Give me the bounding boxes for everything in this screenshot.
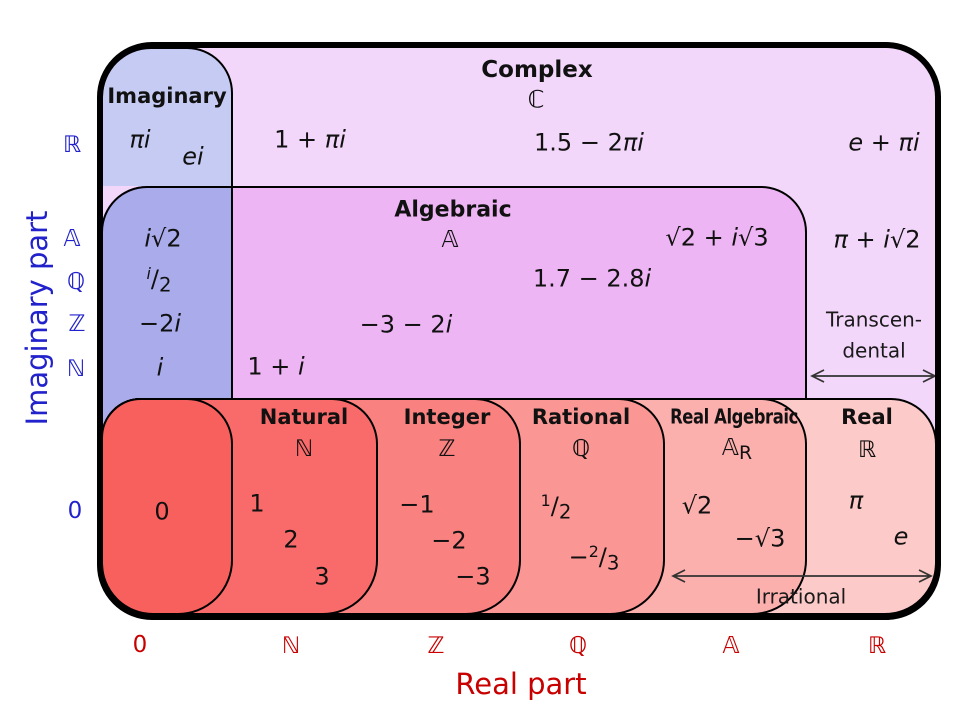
example-neg-2i: −2i	[138, 309, 182, 338]
example-sqrt2: √2	[681, 491, 713, 520]
y-tick-N: ℕ	[66, 355, 86, 382]
imaginary-title: Imaginary	[107, 83, 227, 108]
y-tick-Z: ℤ	[68, 310, 86, 337]
rational-symbol: ℚ	[571, 435, 591, 462]
example-pi-i: πi	[129, 125, 151, 154]
complex-symbol: ℂ	[527, 85, 545, 114]
real-algebraic-title: Real Algebraic	[670, 404, 798, 429]
real-algebraic-symbol-subscript: R	[738, 442, 753, 465]
example-sqrt2-plus-i-sqrt3: √2 + i√3	[665, 223, 769, 252]
imaginary-region	[101, 47, 233, 186]
example-neg3-minus-2i: −3 − 2i	[359, 310, 453, 339]
x-tick-N: ℕ	[281, 632, 301, 659]
integer-title: Integer	[403, 404, 491, 429]
example-neg-sqrt3: −√3	[734, 524, 786, 553]
example-e: e	[893, 522, 909, 551]
natural-symbol: ℕ	[294, 435, 314, 462]
example-int-neg3: −3	[455, 562, 491, 591]
real-title: Real	[841, 404, 893, 429]
x-tick-A: 𝔸	[722, 632, 740, 659]
algebraic-title: Algebraic	[394, 197, 512, 223]
example-e-i: ei	[182, 142, 204, 171]
transcendental-label-line2: dental	[842, 338, 906, 363]
real-algebraic-symbol-main: 𝔸	[721, 435, 739, 462]
example-rat-half: 1/2	[540, 491, 572, 524]
y-tick-A: 𝔸	[63, 225, 81, 252]
example-1p7-minus-2p8i: 1.7 − 2.8i	[532, 264, 652, 293]
example-1-plus-pi-i: 1 + πi	[274, 125, 346, 154]
complex-title: Complex	[481, 56, 593, 83]
rational-title: Rational	[531, 404, 631, 429]
example-int-neg2: −2	[431, 526, 467, 555]
example-i-half: i/2	[146, 264, 172, 297]
example-1p5-minus-2pi-i: 1.5 − 2πi	[534, 128, 644, 157]
y-axis-title: Imaginary part	[19, 210, 54, 426]
transcendental-label-line1: Transcen-	[825, 307, 923, 332]
integer-symbol: ℤ	[438, 435, 456, 462]
x-tick-R: ℝ	[867, 632, 887, 659]
y-tick-R: ℝ	[62, 131, 82, 158]
x-tick-Z: ℤ	[427, 632, 445, 659]
x-tick-0: 0	[132, 631, 148, 658]
x-axis-title: Real part	[455, 666, 587, 701]
natural-title: Natural	[259, 404, 349, 429]
y-tick-0: 0	[67, 497, 83, 524]
example-rat-neg-two-thirds: −2/3	[568, 542, 620, 575]
example-nat-2: 2	[283, 525, 299, 554]
irrational-label: Irrational	[755, 584, 847, 609]
example-1-plus-i: 1 + i	[247, 352, 305, 381]
example-pi: π	[848, 486, 864, 515]
example-int-neg1: −1	[399, 490, 435, 519]
example-pi-plus-i-sqrt2: π + i√2	[833, 225, 921, 254]
real-symbol: ℝ	[857, 436, 877, 463]
example-nat-1: 1	[249, 489, 265, 518]
y-tick-Q: ℚ	[66, 268, 86, 295]
x-tick-Q: ℚ	[568, 632, 588, 659]
algebraic-symbol: 𝔸	[441, 226, 459, 253]
example-nat-3: 3	[314, 562, 330, 591]
example-e-plus-pi-i: e + πi	[848, 128, 920, 157]
example-i-sqrt2: i√2	[144, 224, 182, 253]
real-algebraic-symbol: 𝔸R	[722, 436, 752, 464]
example-i: i	[156, 353, 164, 382]
example-zero: 0	[154, 497, 170, 526]
